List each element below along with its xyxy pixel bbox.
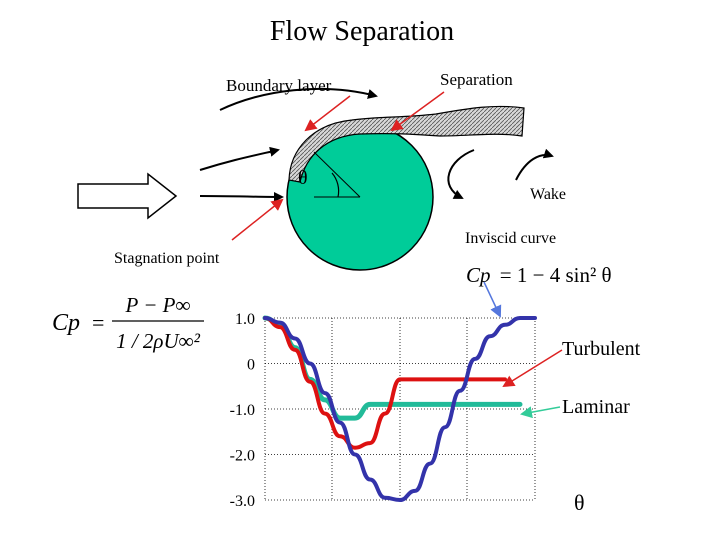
boundary-layer-band (288, 105, 525, 183)
inviscid-curve-pointer-arrow (483, 281, 502, 318)
wake-arrow-left (447, 149, 475, 199)
streamline-arrow-upper (219, 88, 378, 111)
separation-label: Separation (440, 70, 513, 89)
inviscid-formula-rhs: = 1 − 4 sin² θ (500, 263, 612, 287)
streamline-arrow-middle (199, 191, 284, 202)
cp-definition-formula: Cp = P − P∞ 1 / 2ρU∞² (52, 293, 204, 353)
theta-label: θ (298, 167, 308, 189)
stagnation-point-label: Stagnation point (114, 250, 220, 267)
separation-pointer-arrow (390, 91, 445, 132)
y-tick-label: -3.0 (230, 493, 255, 510)
wake-arrow-right (515, 148, 554, 181)
stagnation-pointer-arrow (231, 198, 284, 241)
y-tick-label: 0 (247, 357, 255, 374)
inviscid-series-line (263, 316, 537, 502)
x-axis-theta-label: θ (574, 490, 585, 515)
turbulent-series-line (263, 316, 507, 450)
cp-plot: 1.0 0 -1.0 -2.0 -3.0 (230, 311, 537, 510)
y-tick-label: 1.0 (235, 311, 255, 328)
laminar-pointer-arrow (520, 406, 561, 419)
cp-definition-numerator: P − P∞ (125, 293, 191, 317)
cp-definition-denominator: 1 / 2ρU∞² (116, 329, 201, 353)
turbulent-pointer-arrow (502, 349, 563, 388)
inflow-block-arrow (77, 172, 178, 220)
wake-label: Wake (530, 186, 566, 203)
y-tick-label: -1.0 (230, 402, 255, 419)
cp-definition-eq: = (92, 310, 104, 335)
streamline-arrow-top (199, 146, 280, 171)
cp-definition-lhs: Cp (52, 310, 80, 336)
turbulent-label: Turbulent (562, 338, 641, 360)
boundary-layer-label: Boundary layer (226, 76, 332, 95)
y-tick-label: -2.0 (230, 448, 255, 465)
laminar-series-line (262, 315, 523, 421)
inviscid-formula-lhs: Cp (466, 263, 491, 287)
theta-arc (331, 172, 340, 198)
theta-line-radial (313, 151, 361, 198)
laminar-label: Laminar (562, 396, 630, 418)
page-title: Flow Separation (270, 16, 454, 47)
inviscid-formula: Cp = 1 − 4 sin² θ (466, 263, 612, 287)
boundary-layer-pointer-arrow (304, 95, 351, 132)
inviscid-curve-label: Inviscid curve (465, 230, 556, 247)
